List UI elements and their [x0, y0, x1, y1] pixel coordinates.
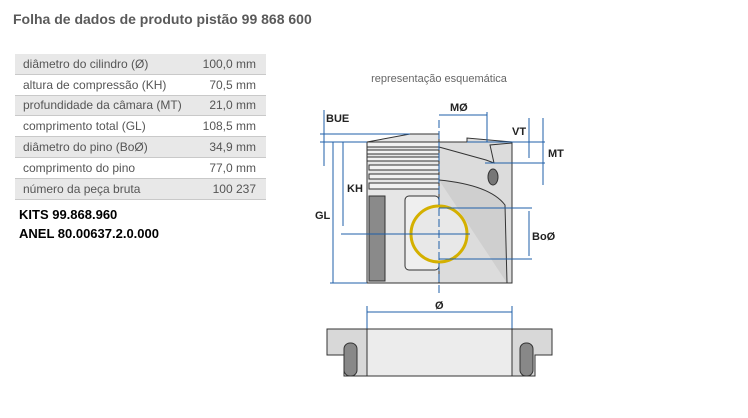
label-mt: MT	[548, 148, 564, 160]
table-row: comprimento total (GL)108,5 mm	[15, 115, 266, 138]
spec-value: 100,0 mm	[190, 54, 266, 75]
spec-label: diâmetro do cilindro (Ø)	[15, 54, 191, 75]
dimension-lines	[320, 110, 545, 358]
spec-value: 77,0 mm	[190, 157, 266, 179]
spec-table: diâmetro do cilindro (Ø)100,0 mm altura …	[15, 54, 266, 200]
label-diameter: Ø	[435, 300, 444, 312]
label-mo: MØ	[450, 102, 468, 114]
spec-label: comprimento do pino	[15, 157, 191, 179]
spec-value: 108,5 mm	[190, 115, 266, 138]
spec-value: 21,0 mm	[190, 95, 266, 117]
label-kh: KH	[347, 183, 363, 195]
table-row: profundidade da câmara (MT)21,0 mm	[15, 95, 266, 117]
spec-label: número da peça bruta	[15, 178, 191, 200]
piston-section-view	[326, 328, 553, 377]
diagram-caption: representação esquemática	[371, 73, 508, 85]
table-row: diâmetro do pino (BoØ)34,9 mm	[15, 136, 266, 158]
spec-label: profundidade da câmara (MT)	[15, 95, 191, 117]
spec-label: comprimento total (GL)	[15, 115, 191, 138]
kits-number: KITS 99.868.960	[19, 207, 118, 222]
table-row: altura de compressão (KH)70,5 mm	[15, 74, 266, 96]
table-row: diâmetro do cilindro (Ø)100,0 mm	[15, 54, 266, 75]
label-vt: VT	[512, 126, 526, 138]
page-title: Folha de dados de produto pistão 99 868 …	[13, 11, 312, 27]
label-bue: BUE	[326, 113, 349, 125]
label-gl: GL	[315, 210, 331, 222]
spec-value: 70,5 mm	[190, 74, 266, 96]
ring-number: ANEL 80.00637.2.0.000	[19, 226, 159, 241]
spec-value: 34,9 mm	[190, 136, 266, 158]
spec-label: altura de compressão (KH)	[15, 74, 191, 96]
label-bo: BoØ	[532, 231, 556, 243]
spec-label: diâmetro do pino (BoØ)	[15, 136, 191, 158]
spec-value: 100 237	[190, 178, 266, 200]
